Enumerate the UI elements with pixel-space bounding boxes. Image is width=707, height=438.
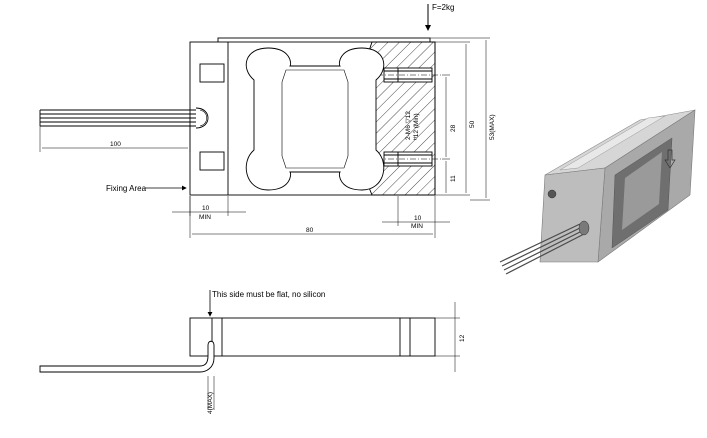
dim-cable-length-text: 100 — [110, 141, 121, 148]
dim-hole-offset-text: 11 — [450, 175, 457, 182]
photo-cable — [499, 223, 587, 275]
thread-spec-1: 2-M6 ▽12 — [405, 111, 412, 140]
dogbone-inner — [281, 69, 349, 169]
dim-thickness — [435, 302, 460, 372]
fixing-area-label: Fixing Area — [106, 184, 147, 193]
dim-height-max-text: 53(MAX) — [489, 114, 496, 140]
dogbone-cutout — [245, 47, 385, 191]
side-cable — [39, 340, 215, 373]
dim-min-left-value: 10 — [202, 205, 210, 212]
flat-note-label: This side must be flat, no silicon — [212, 290, 325, 299]
dim-min-right-label: MIN — [411, 223, 423, 230]
dim-vertical-holes — [435, 74, 450, 196]
side-view — [39, 317, 436, 373]
thread-hole-bottom — [377, 151, 442, 167]
photo-front-face — [539, 167, 606, 263]
dim-cable-length — [39, 126, 191, 152]
force-label: F=2kg — [432, 3, 454, 12]
photo-hole-icon — [547, 189, 557, 199]
dim-thickness-text: 12 — [459, 334, 466, 342]
load-cell-photo — [499, 109, 696, 275]
photo-cable-gland — [578, 220, 590, 236]
side-body — [189, 317, 436, 357]
dim-cable-max-text: 4(MAX) — [207, 392, 214, 414]
dim-min-left-label: MIN — [199, 214, 211, 221]
dim-cable-max — [207, 376, 215, 410]
fixing-slot-bottom — [199, 151, 225, 171]
photo-arrow-icon — [664, 149, 676, 169]
thread-spec-2: ᴴ12 (Min) — [413, 113, 420, 140]
dim-height-50 — [435, 41, 470, 196]
photo-cutout-inner — [622, 152, 662, 230]
dim-total-length — [189, 196, 436, 238]
dim-height-50-text: 50 — [469, 120, 476, 128]
front-view — [39, 37, 442, 196]
thread-hole-top — [377, 67, 442, 83]
dim-min-right-value: 10 — [414, 215, 422, 222]
dim-total-length-text: 80 — [306, 227, 314, 234]
dim-height-max — [430, 37, 490, 201]
cable — [39, 107, 209, 129]
dim-min-right — [382, 196, 450, 226]
fixing-slot-top — [199, 63, 225, 83]
dim-hole-spacing-text: 28 — [450, 124, 457, 132]
photo-top-strip — [559, 115, 666, 171]
